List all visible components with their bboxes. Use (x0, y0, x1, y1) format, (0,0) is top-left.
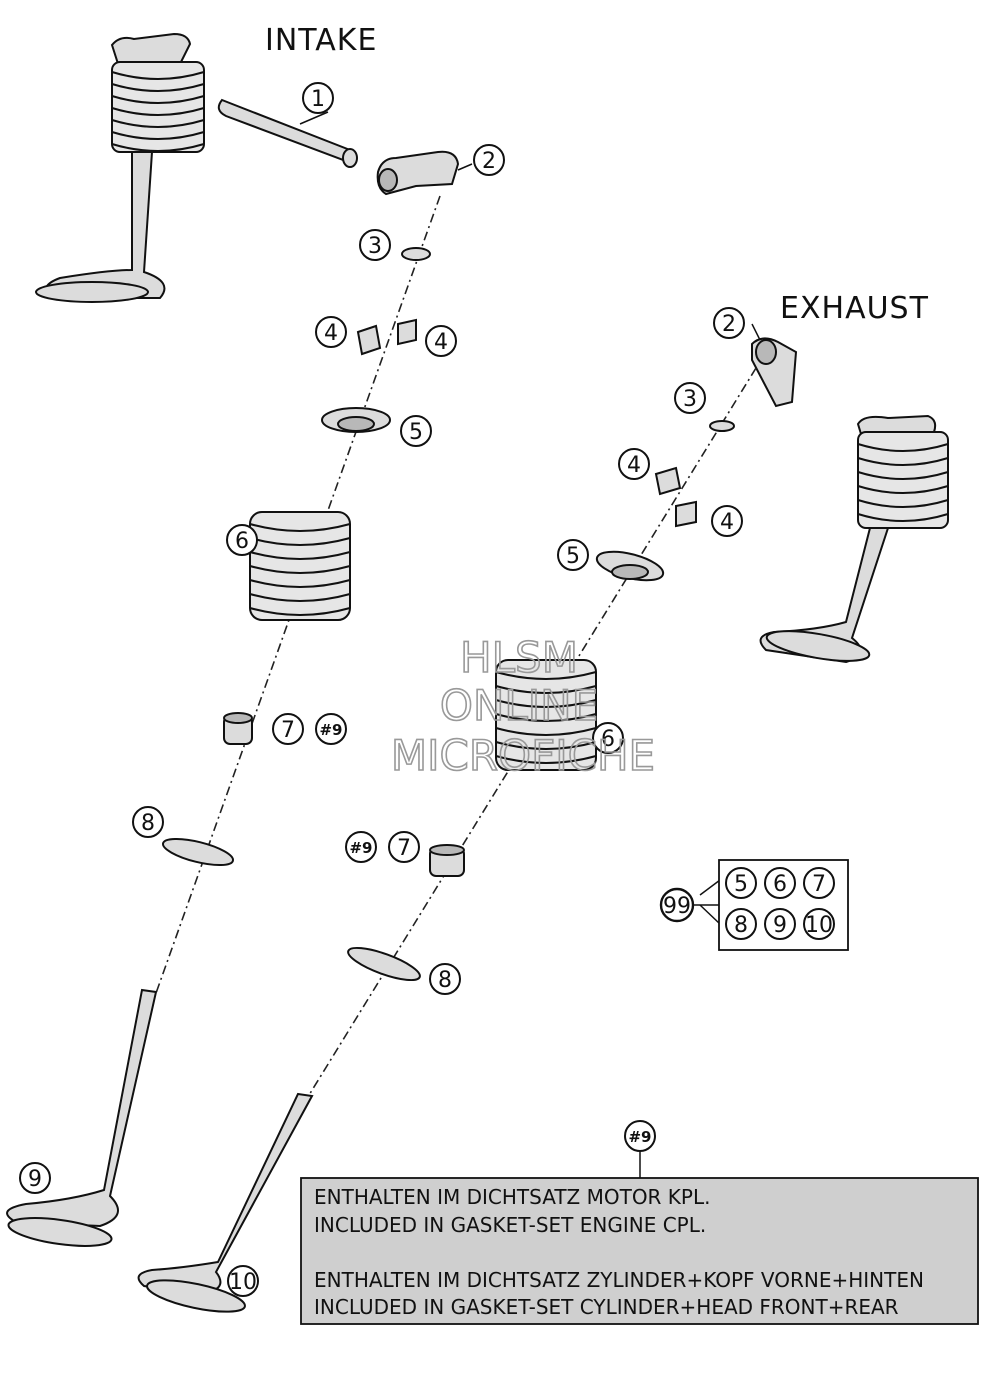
svg-text:5: 5 (409, 420, 423, 445)
intake-valve (6, 988, 158, 1247)
svg-text:5: 5 (566, 544, 580, 569)
callout-4-intake-left: 4 (315, 316, 347, 348)
note-group: #9 ENTHALTEN IM DICHTSATZ MOTOR KPL. INC… (300, 1120, 979, 1325)
note-line-1: ENTHALTEN IM DICHTSATZ MOTOR KPL. (314, 1185, 710, 1209)
callout-4-intake-right: 4 (425, 325, 457, 357)
svg-text:8: 8 (438, 968, 452, 993)
kit-item-5: 5 (734, 872, 748, 897)
svg-text:#9: #9 (349, 839, 372, 857)
kit-item-8: 8 (734, 913, 748, 938)
watermark: HLSM ONLINE MICROFICHE (390, 632, 656, 781)
callout-5-exhaust: 5 (557, 539, 589, 571)
callout-6-intake: 6 (226, 524, 258, 556)
intake-spring-seat (161, 837, 235, 867)
note-line-3: ENTHALTEN IM DICHTSATZ ZYLINDER+KOPF VOR… (314, 1268, 924, 1292)
note-ref: #9 (628, 1128, 651, 1146)
exhaust-collet-bottom (675, 500, 697, 528)
kit-group: 99 5 6 7 8 9 10 (659, 859, 849, 951)
intake-valve-spring (249, 511, 351, 621)
callout-4-exhaust-bottom: 4 (711, 505, 743, 537)
leader-lines (299, 111, 761, 1178)
note-line-2: INCLUDED IN GASKET-SET ENGINE CPL. (314, 1213, 706, 1237)
svg-text:8: 8 (141, 811, 155, 836)
exhaust-spring-seat (347, 946, 421, 982)
callout-ref9-exhaust: #9 (345, 831, 377, 863)
kit-item-6: 6 (773, 872, 787, 897)
intake-stem-seal (223, 712, 253, 745)
intake-assembled-valve (35, 32, 205, 303)
callout-8-intake: 8 (132, 806, 164, 838)
svg-text:7: 7 (281, 718, 295, 743)
exhaust-spring-retainer (595, 550, 665, 582)
intake-label: INTAKE (265, 23, 377, 58)
svg-text:7: 7 (397, 836, 411, 861)
exhaust-valve (137, 1092, 314, 1313)
callout-7-intake: 7 (272, 713, 304, 745)
svg-text:4: 4 (434, 330, 448, 355)
kit-item-10: 10 (805, 913, 833, 938)
intake-shim (401, 247, 431, 261)
exhaust-shim (709, 420, 735, 432)
callout-9: 9 (19, 1162, 51, 1194)
svg-text:2: 2 (722, 312, 736, 337)
svg-text:6: 6 (235, 529, 249, 554)
exhaust-axis-line (305, 367, 757, 1101)
callout-2-intake: 2 (473, 144, 505, 176)
callout-7-exhaust: 7 (388, 831, 420, 863)
callout-1: 1 (302, 82, 334, 114)
callout-2-exhaust: 2 (713, 307, 745, 339)
svg-text:10: 10 (229, 1270, 257, 1295)
svg-text:3: 3 (683, 387, 697, 412)
exhaust-rocker-arm (751, 337, 798, 408)
kit-item-9: 9 (773, 913, 787, 938)
exhaust-valve-spring (495, 659, 597, 771)
intake-spring-retainer (321, 407, 391, 433)
intake-rocker-arm (376, 150, 460, 196)
note-box (300, 1177, 979, 1325)
svg-text:4: 4 (720, 510, 734, 535)
svg-text:1: 1 (311, 87, 325, 112)
callout-10: 10 (227, 1265, 259, 1297)
exhaust-stem-seal (429, 844, 465, 877)
callout-5-intake: 5 (400, 415, 432, 447)
svg-text:3: 3 (368, 234, 382, 259)
intake-collet-left (356, 324, 382, 356)
exhaust-collet-top (654, 466, 682, 496)
callout-6-exhaust: 6 (592, 722, 624, 754)
callout-8-exhaust: 8 (429, 963, 461, 995)
svg-text:HLSM: HLSM (460, 633, 578, 682)
kit-item-7: 7 (812, 872, 826, 897)
svg-text:4: 4 (324, 321, 338, 346)
callout-4-exhaust-top: 4 (618, 448, 650, 480)
svg-text:ONLINE: ONLINE (440, 681, 598, 730)
intake-collet-right (397, 318, 417, 346)
note-line-4: INCLUDED IN GASKET-SET CYLINDER+HEAD FRO… (314, 1295, 899, 1319)
callout-ref9-intake: #9 (315, 713, 347, 745)
svg-text:#9: #9 (319, 721, 342, 739)
svg-text:4: 4 (627, 453, 641, 478)
rocker-shaft-part (217, 98, 358, 168)
svg-text:99: 99 (663, 894, 691, 919)
svg-text:MICROFICHE: MICROFICHE (391, 731, 655, 780)
exhaust-label: EXHAUST (780, 291, 929, 326)
svg-text:2: 2 (482, 149, 496, 174)
svg-text:9: 9 (28, 1167, 42, 1192)
callout-3-exhaust: 3 (674, 382, 706, 414)
exhaust-assembled-valve (759, 414, 949, 664)
svg-text:6: 6 (601, 727, 615, 752)
callout-3-intake: 3 (359, 229, 391, 261)
